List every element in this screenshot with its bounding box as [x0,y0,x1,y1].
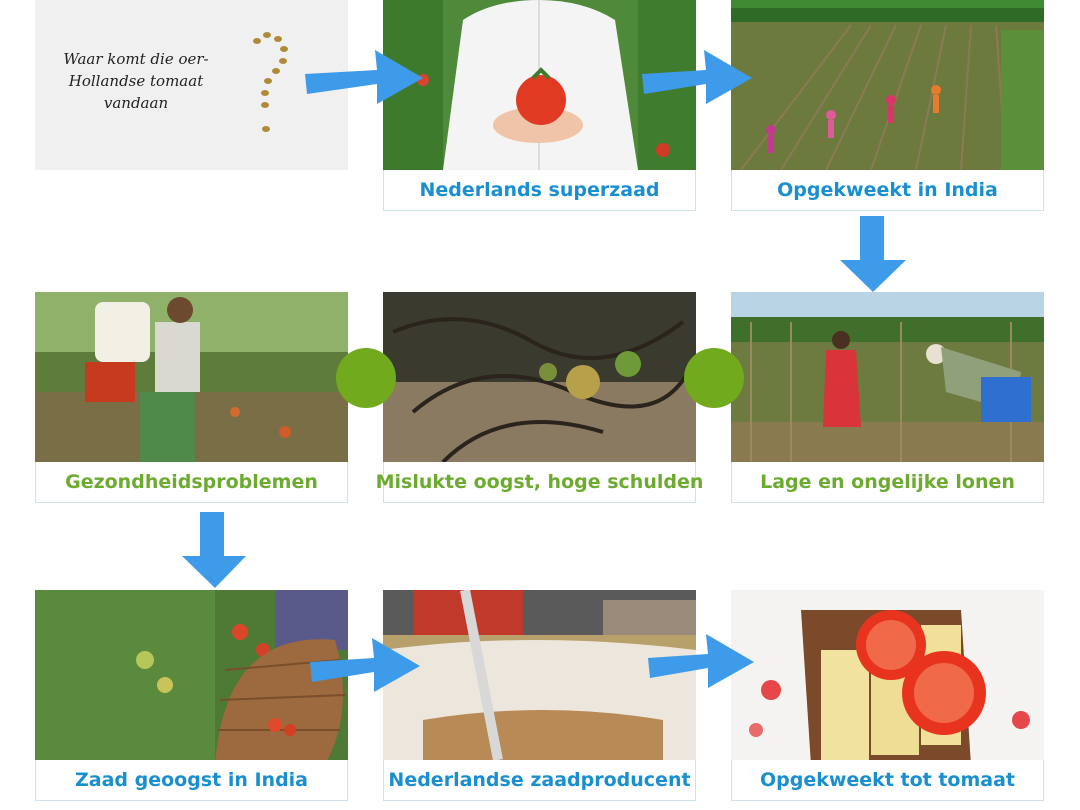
photo-failed-crop [383,292,696,462]
connector-dot [684,348,744,408]
step-caption: Gezondheidsproblemen [35,462,348,503]
step-caption: Opgekweekt in India [731,170,1044,211]
step-caption: Nederlandse zaadproducent [383,760,696,801]
arrow-right-icon [305,50,423,104]
photo-india-field [731,0,1044,170]
arrow-down-icon [182,512,246,588]
question-text: Waar komt die oer-Hollandse tomaat vanda… [63,50,209,112]
step-caption: Opgekweekt tot tomaat [731,760,1044,801]
arrow-right-icon [642,50,752,104]
photo-sandwich [731,590,1044,760]
connector-dot [336,348,396,408]
step-caption: Mislukte oogst, hoge schulden [376,462,703,503]
step-caption: Nederlands superzaad [383,170,696,211]
step-caption: Zaad geoogst in India [35,760,348,801]
photo-harvest-basket [35,590,348,760]
arrow-down-icon [840,216,906,292]
photo-seed-bin [383,590,696,760]
step-caption: Lage en ongelijke lonen [731,462,1044,503]
arrow-right-icon [310,638,420,692]
photo-sprayer [35,292,348,462]
arrow-right-icon [648,634,754,688]
photo-workers [731,292,1044,462]
question-photo: Waar komt die oer-Hollandse tomaat vanda… [35,0,348,170]
